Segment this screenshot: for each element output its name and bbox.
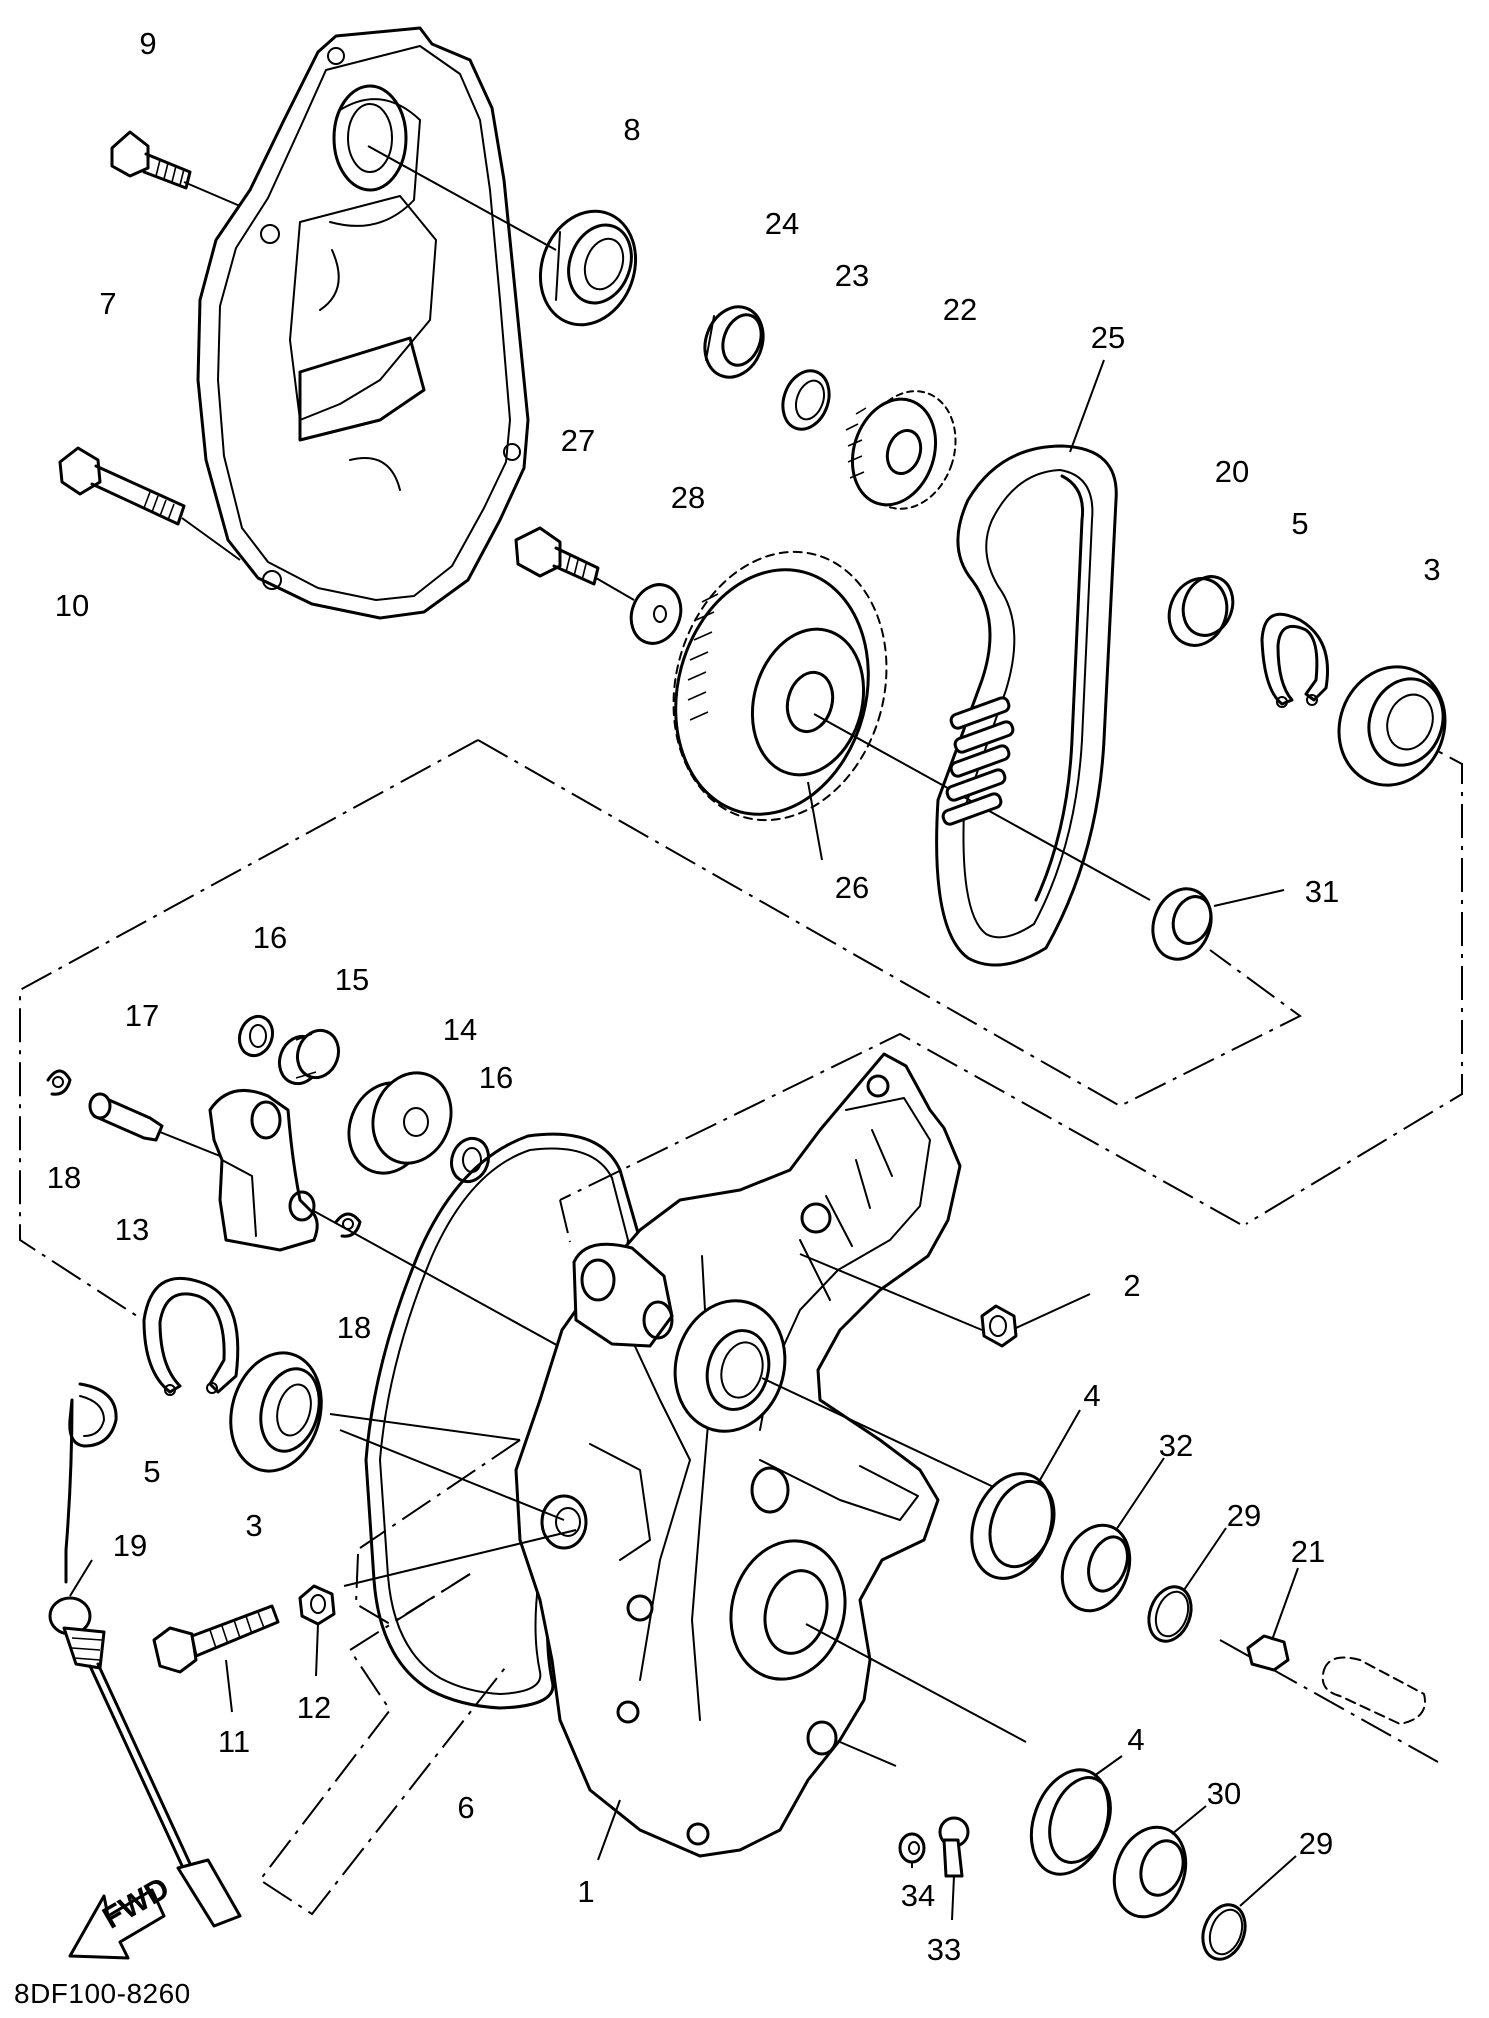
callout-16: 16: [253, 920, 287, 955]
callout-4: 4: [1127, 1722, 1144, 1757]
part-29-o-ring-lower: [1201, 1855, 1297, 1961]
callout-34: 34: [901, 1878, 935, 1913]
callout-29: 29: [1299, 1826, 1333, 1861]
callout-22: 22: [943, 292, 977, 327]
part-27-bolt: [514, 526, 635, 601]
callout-15: 15: [335, 962, 369, 997]
callout-23: 23: [835, 258, 869, 293]
part-18-clip-right: [334, 1212, 362, 1238]
part-8-bearing: [367, 145, 638, 327]
callout-32: 32: [1159, 1428, 1193, 1463]
part-10-long-bolt: [58, 446, 241, 561]
part-34-washer: [898, 1832, 926, 1868]
callout-5: 5: [143, 1454, 160, 1489]
callout-24: 24: [765, 206, 799, 241]
part-9-bolt: [110, 130, 241, 207]
part-16-washer-bottom: [449, 1136, 491, 1184]
callout-31: 31: [1305, 874, 1339, 909]
part-29-o-ring-upper: [1147, 1527, 1227, 1643]
callout-11: 11: [218, 1724, 250, 1759]
callout-9: 9: [139, 26, 156, 61]
reference-boundary-lines: [19, 731, 1463, 1916]
callout-21: 21: [1291, 1534, 1325, 1569]
part-11-bolt: [152, 1604, 280, 1713]
part-7-chain-case-cover: [196, 26, 530, 620]
callout-1: 1: [577, 1874, 594, 1909]
part-18-clip-left: [46, 1069, 72, 1096]
callout-20: 20: [1215, 454, 1249, 489]
chain-link-section: [941, 696, 1015, 826]
callout-18: 18: [337, 1310, 371, 1345]
callout-10: 10: [55, 588, 89, 623]
part-15-needle-bearing: [277, 1028, 341, 1086]
callout-27: 27: [561, 423, 595, 458]
callout-2: 2: [1123, 1268, 1140, 1303]
part-12-collar: [298, 1584, 336, 1677]
callout-30: 30: [1207, 1776, 1241, 1811]
callout-33: 33: [927, 1932, 961, 1967]
part-23-washer: [781, 369, 831, 431]
callout-3: 3: [1423, 552, 1440, 587]
callout-7: 7: [99, 286, 116, 321]
callout-26: 26: [835, 870, 869, 905]
part-21-plug: [1246, 1567, 1299, 1672]
callout-28: 28: [671, 480, 705, 515]
callout-4: 4: [1083, 1378, 1100, 1413]
part-24-oil-seal: [703, 305, 765, 379]
part-30-oil-seal: [1112, 1805, 1207, 1919]
fwd-direction-arrow: FWD: [68, 1870, 175, 1960]
part-17-pin: [88, 1092, 221, 1157]
catalog-number: 8DF100-8260: [14, 1978, 191, 2009]
part-22-drive-sprocket: [845, 390, 957, 510]
part-28-washer: [629, 583, 683, 645]
part-4-seal-lower: [1029, 1755, 1123, 1876]
callout-12: 12: [297, 1690, 331, 1725]
drive-shaft-reference: [1321, 1656, 1426, 1725]
callout-29: 29: [1227, 1498, 1261, 1533]
callout-3: 3: [245, 1508, 262, 1543]
callout-5: 5: [1291, 506, 1308, 541]
part-32-oil-seal: [1060, 1457, 1165, 1613]
callout-18: 18: [47, 1160, 81, 1195]
callout-16: 16: [479, 1060, 513, 1095]
part-2-collar-nut: [980, 1293, 1091, 1348]
callout-17: 17: [125, 998, 159, 1033]
part-3-bearing-upper: [1337, 665, 1447, 787]
part-1-chain-case: [339, 1052, 1027, 1861]
part-5-circlip-lower: [142, 1276, 240, 1396]
part-25-drive-chain: [935, 359, 1118, 967]
callout-14: 14: [443, 1012, 477, 1047]
part-26-driven-sprocket: [672, 550, 1151, 901]
part-19-level-gauge: [48, 1382, 242, 1928]
part-14-tensioner-roller: [347, 1071, 453, 1175]
part-31-spacer: [1151, 887, 1285, 961]
callout-8: 8: [623, 112, 640, 147]
part-20-collar: [1167, 575, 1235, 647]
part-16-washer-top: [237, 1014, 275, 1058]
part-5-circlip-upper: [1260, 612, 1330, 708]
callout-13: 13: [115, 1212, 149, 1247]
part-3-bearing-lower: [229, 1351, 521, 1473]
callout-19: 19: [113, 1528, 147, 1563]
callout-6: 6: [457, 1790, 474, 1825]
callout-25: 25: [1091, 320, 1125, 355]
part-33-bolt: [938, 1816, 970, 1921]
part-4-seal-upper: [970, 1409, 1081, 1580]
